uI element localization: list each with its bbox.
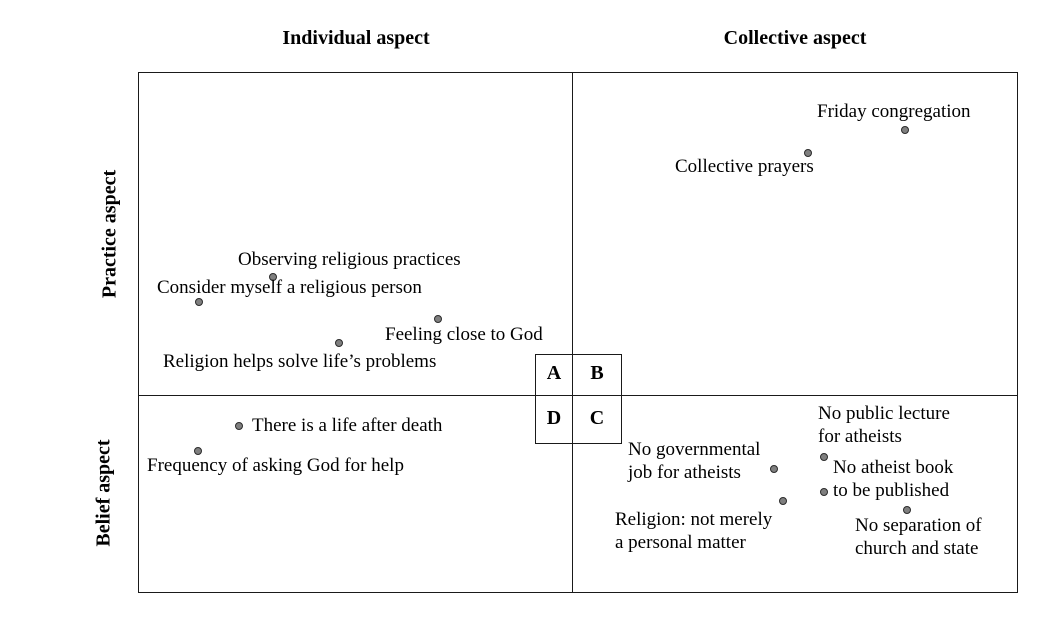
data-point-dot xyxy=(779,497,787,505)
data-point-dot xyxy=(269,273,277,281)
data-point-label: Frequency of asking God for help xyxy=(147,455,404,476)
data-point-label: No separation of church and state xyxy=(855,515,982,559)
data-point-dot xyxy=(194,447,202,455)
quadrant-key-box xyxy=(535,354,622,444)
vertical-divider xyxy=(572,72,573,593)
column-header-individual: Individual aspect xyxy=(282,27,430,49)
data-point-label: Observing religious practices xyxy=(238,249,461,270)
quadrant-letter-a: A xyxy=(546,362,562,384)
quadrant-letter-b: B xyxy=(590,362,604,384)
data-point-label: Collective prayers xyxy=(675,156,814,177)
data-point-label: No public lecture for atheists xyxy=(818,403,950,447)
data-point-label: No atheist book to be published xyxy=(833,457,954,501)
column-header-collective: Collective aspect xyxy=(723,27,867,49)
data-point-dot xyxy=(903,506,911,514)
data-point-dot xyxy=(820,453,828,461)
data-point-dot xyxy=(820,488,828,496)
data-point-dot xyxy=(901,126,909,134)
data-point-dot xyxy=(770,465,778,473)
data-point-label: Friday congregation xyxy=(817,101,971,122)
data-point-label: Religion: not merely a personal matter xyxy=(615,509,773,553)
data-point-dot xyxy=(235,422,243,430)
data-point-dot xyxy=(195,298,203,306)
data-point-label: Religion helps solve life’s problems xyxy=(163,351,437,372)
data-point-label: Feeling close to God xyxy=(385,324,543,345)
quadrant-letter-d: D xyxy=(546,407,562,429)
data-point-label: Consider myself a religious person xyxy=(157,277,422,298)
data-point-dot xyxy=(335,339,343,347)
data-point-label: There is a life after death xyxy=(252,415,443,436)
horizontal-divider xyxy=(138,395,1018,396)
data-point-dot xyxy=(804,149,812,157)
data-point-dot xyxy=(434,315,442,323)
data-point-label: No governmental job for atheists xyxy=(628,439,761,483)
quadrant-letter-c: C xyxy=(589,407,605,429)
chart-frame xyxy=(138,72,1018,593)
